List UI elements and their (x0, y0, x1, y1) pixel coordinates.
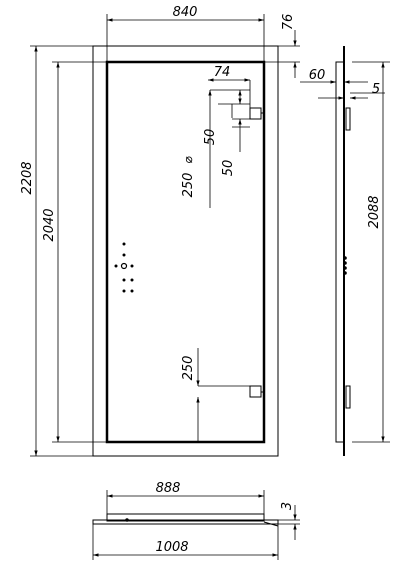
side-handle-dot (343, 266, 347, 270)
dim-top-hinge-pos: 250 (181, 173, 196, 198)
dim-hinge-size-a: 50 (203, 129, 218, 146)
dot (122, 242, 126, 246)
bottom-handle-dot (125, 518, 129, 522)
dim-side-depth: 60 (309, 68, 326, 83)
side-handle-dot (343, 261, 347, 265)
lock-hardware (114, 242, 134, 293)
side-handle-dot (343, 256, 347, 260)
dim-bottom-thickness: 3 (280, 502, 295, 510)
dot (114, 264, 118, 268)
dot (122, 289, 126, 293)
dim-side-lip: 5 (372, 82, 380, 97)
bottom-hinge (249, 385, 262, 398)
bottom-view: 888 1008 3 (92, 481, 300, 560)
dim-side-height: 2088 (367, 195, 382, 228)
dim-bottom-inner-width: 888 (156, 481, 181, 496)
dim-top-width: 840 (173, 5, 198, 20)
dot (130, 289, 134, 293)
diameter-symbol: ⌀ (181, 156, 195, 164)
dim-hinge-offset: 74 (214, 65, 231, 80)
outer-frame (92, 45, 279, 457)
side-hinge-bottom (345, 385, 351, 409)
dim-outer-height: 2208 (20, 161, 35, 194)
front-view: 840 76 2208 2040 74 50 50 250 ⌀ (20, 5, 300, 457)
dim-top-offset: 76 (281, 14, 296, 31)
bottom-profile (92, 519, 279, 525)
side-handle (343, 256, 347, 275)
dim-hinge-size-b: 50 (221, 160, 236, 177)
dim-bottom-hinge-pos: 250 (181, 356, 196, 381)
keyhole (120, 262, 128, 270)
side-handle-dot (343, 271, 347, 275)
dim-inner-height: 2040 (42, 208, 57, 241)
dot (122, 253, 126, 257)
top-hinge (249, 107, 262, 120)
dot (130, 264, 134, 268)
bottom-leaf (106, 513, 265, 522)
dot (122, 278, 126, 282)
door-leaf (105, 60, 266, 444)
side-profile (335, 61, 345, 443)
side-hinge-top (345, 107, 351, 131)
dim-bottom-outer-width: 1008 (155, 540, 188, 555)
dot (130, 278, 134, 282)
side-view: 60 5 2088 (300, 46, 390, 456)
